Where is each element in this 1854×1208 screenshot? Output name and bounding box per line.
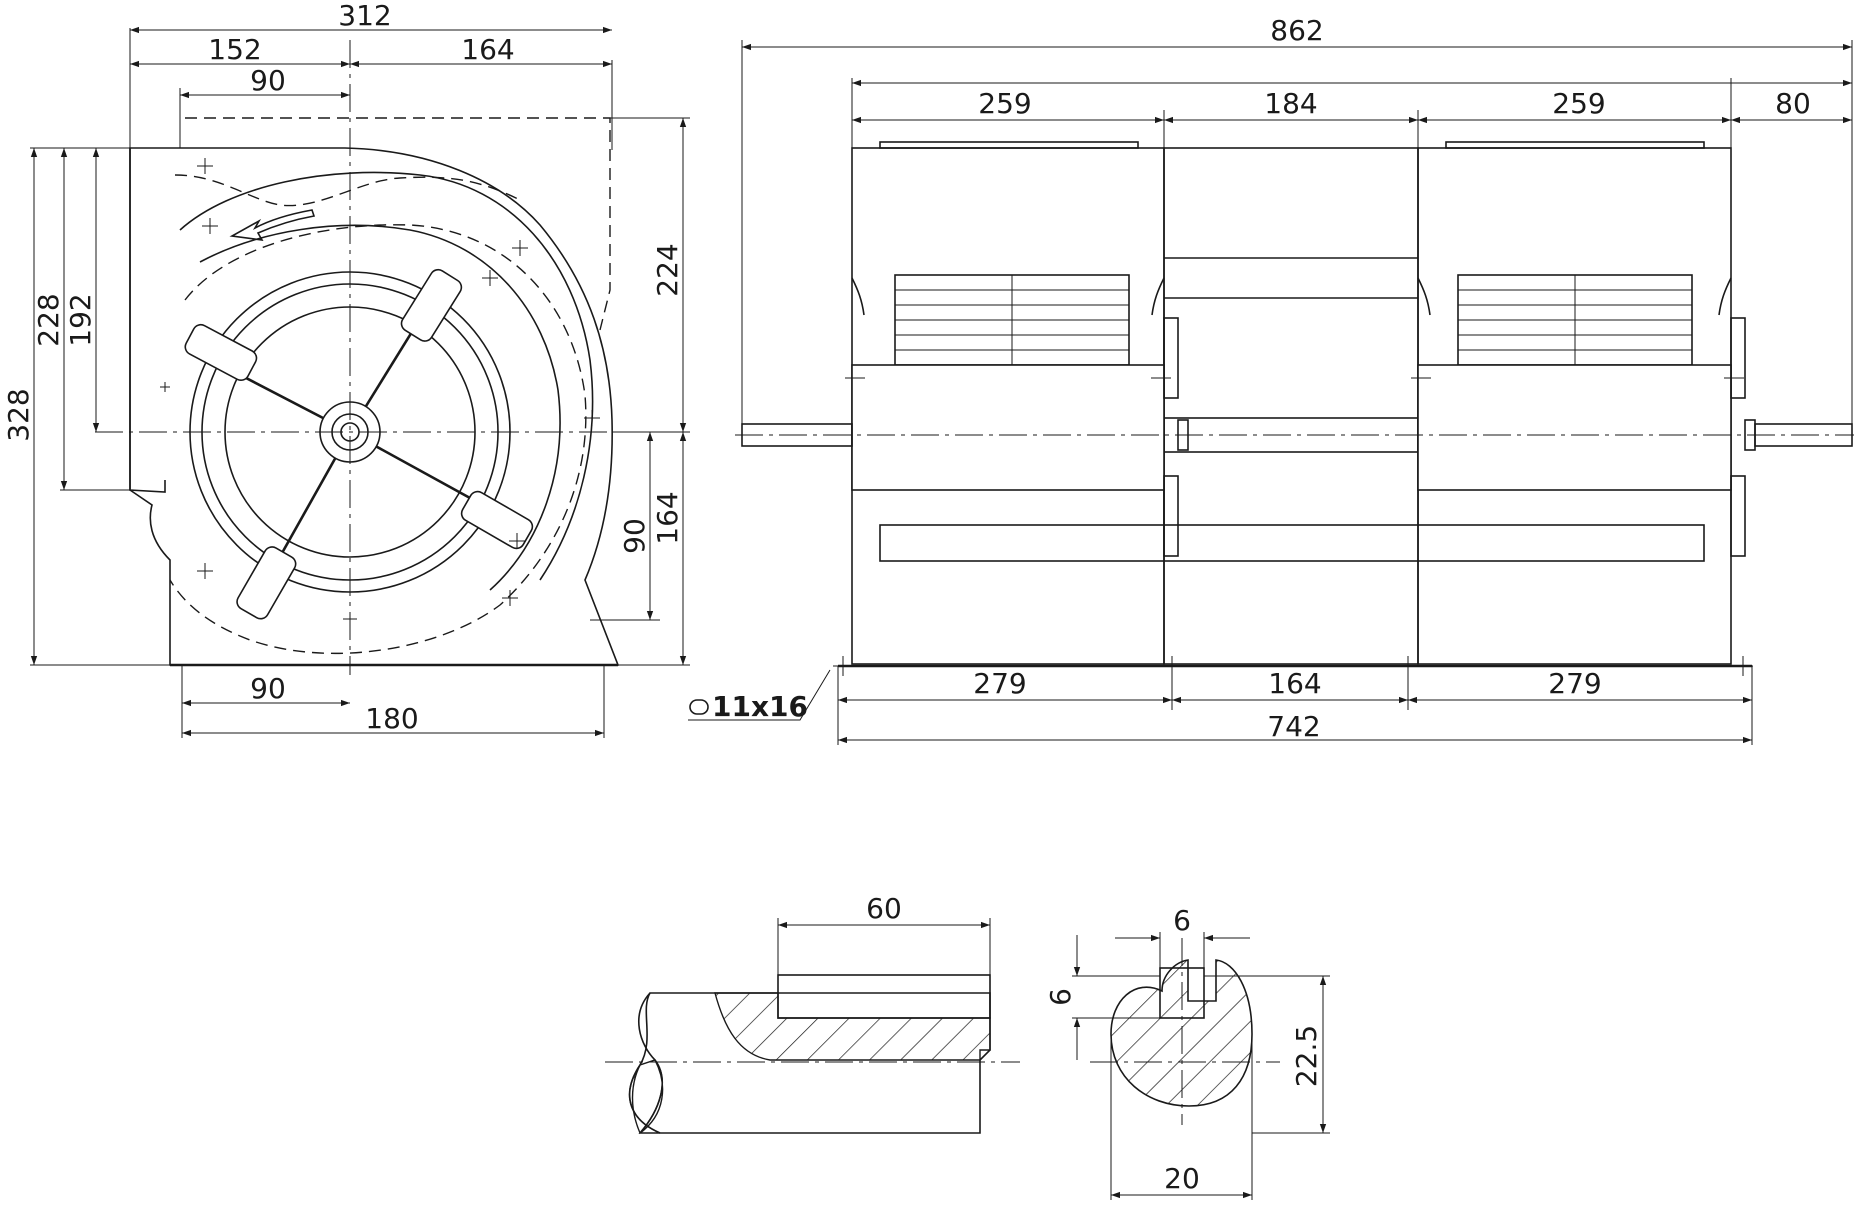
mount-points [160,158,600,626]
dim-front-right-width: 164 [461,33,514,66]
shaft-extension-lines [777,918,1330,1200]
dim-shaft-diameter: 20 [1164,1162,1200,1195]
dim-side-wheel-right: 259 [1552,87,1605,120]
dim-front-left-width: 152 [208,33,261,66]
shaft-break-lines [638,992,663,1134]
scroll-outer [179,171,594,581]
side-dimension-lines [688,43,1852,744]
side-view: 862 259 184 259 80 279 164 279 742 11x16 [688,14,1854,745]
arm-foot-bottom [236,546,297,620]
dim-side-slot: 11x16 [712,690,808,723]
dim-side-foot-left: 279 [973,667,1026,700]
shaft-detail: 60 6 6 22.5 20 [605,892,1330,1200]
arm-foot-left [184,323,258,382]
shaft-side-outline [628,992,991,1134]
slot-symbol-icon [689,699,709,715]
wheel-blades-left [894,274,1130,366]
dim-side-middle: 184 [1264,87,1317,120]
shaft-keyway-hatch [714,992,991,1061]
shaft-key [777,974,991,1019]
front-dimension-lines [30,26,687,737]
wheel-blades-right [1457,274,1693,366]
inlet-rim-right [1417,364,1732,491]
dim-front-overall-width: 312 [338,0,391,32]
dim-shaft-key-width: 6 [1173,904,1191,937]
dim-front-height-164: 164 [651,491,684,544]
shaft-dimension-lines [778,921,1327,1199]
rotation-arrow-icon [229,209,316,242]
dim-front-bottom-90: 90 [250,672,286,705]
upper-dashed [174,174,521,207]
side-housing-middle [1163,147,1419,665]
dim-front-height-228: 228 [32,293,65,346]
shaft-break-hatch [629,1059,664,1135]
dim-side-overall-length: 862 [1270,14,1323,47]
scroll-inner [199,224,561,591]
inlet-rim-left [851,364,1165,491]
dim-front-bottom-180: 180 [365,702,418,735]
dim-side-shaft-end: 80 [1775,87,1811,120]
dim-front-height-224: 224 [651,243,684,296]
front-side-panel [129,148,166,493]
dim-side-foot-right: 279 [1548,667,1601,700]
side-top-lip-left [879,141,1139,149]
front-extension-lines [30,28,690,738]
dim-front-height-90: 90 [618,518,651,554]
flange-right-curves [1417,277,1732,316]
flange-left-curves [851,277,1165,316]
shaft-section-outline [1110,959,1253,1107]
dim-front-overall-height: 328 [2,388,35,441]
scroll-dashed [169,224,587,654]
front-view: 312 152 164 90 328 228 192 224 164 90 90… [2,0,690,738]
dim-shaft-dimension: 22.5 [1290,1025,1323,1087]
dim-side-foot-middle: 164 [1268,667,1321,700]
dim-shaft-key-depth: 6 [1044,988,1077,1006]
dim-side-wheel-left: 259 [978,87,1031,120]
dim-front-height-192: 192 [64,293,97,346]
side-bottom-bar [879,524,1705,562]
bearing-brackets [1163,317,1756,557]
arm-foot-top [400,268,463,342]
dim-front-top-90: 90 [250,64,286,97]
side-top-lip-right [1445,141,1705,149]
dim-shaft-key-length: 60 [866,892,902,925]
motor-top-lines [1164,257,1418,299]
top-dashed [185,117,611,331]
arm-foot-right [460,490,534,550]
dim-side-foot-overall: 742 [1267,710,1320,743]
front-housing-outline [129,147,620,666]
